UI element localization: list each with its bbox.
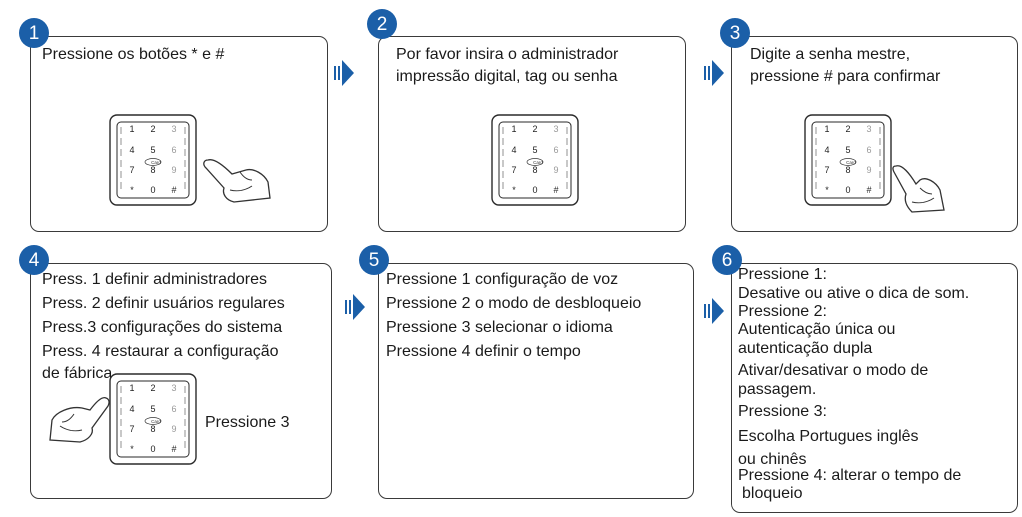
step-2-line-1: Por favor insira o administrador (396, 46, 619, 63)
step-4-line-2: Press. 2 definir usuários regulares (42, 295, 285, 312)
keypad-key: 7 (824, 165, 829, 175)
step-5-line-4: Pressione 4 definir o tempo (386, 343, 581, 360)
keypad-illustration: 1 2 3 4 5 6 7 8 9 * 0 # Card (109, 373, 197, 465)
keypad-key: 0 (845, 185, 850, 195)
arrow-right-icon (704, 60, 724, 86)
keypad-key: 0 (532, 185, 537, 195)
step-6-panel (731, 263, 1018, 513)
keypad-key: 3 (553, 124, 558, 134)
keypad-key: 0 (150, 185, 155, 195)
step-2-badge: 2 (367, 9, 397, 39)
step-5-line-2: Pressione 2 o modo de desbloqueio (386, 295, 642, 312)
keypad-key: 5 (532, 145, 537, 155)
step-3-line-2: pressione # para confirmar (750, 68, 941, 85)
step-6-line-9: Escolha Portugues inglês (738, 428, 919, 445)
step-6-line-8: Pressione 3: (738, 403, 827, 420)
keypad-key: 6 (866, 145, 871, 155)
keypad-key: 7 (129, 424, 134, 434)
keypad-key: 9 (553, 165, 558, 175)
card-logo: Card (151, 160, 161, 165)
keypad-key: * (130, 444, 134, 454)
pointing-hand-icon (892, 165, 945, 213)
keypad-key: 3 (866, 124, 871, 134)
keypad-key: # (553, 185, 558, 195)
step-6-line-6: Ativar/desativar o modo de (738, 362, 929, 379)
keypad-key: 3 (171, 124, 176, 134)
keypad-key: 2 (532, 124, 537, 134)
keypad-key: # (866, 185, 871, 195)
step-6-line-12: bloqueio (742, 485, 803, 502)
keypad-key: 9 (171, 165, 176, 175)
step-5-line-1: Pressione 1 configuração de voz (386, 271, 619, 288)
keypad-key: 6 (553, 145, 558, 155)
keypad-key: 0 (150, 444, 155, 454)
keypad-key: 8 (532, 165, 537, 175)
keypad-key: 5 (845, 145, 850, 155)
step-6-line-11: Pressione 4: alterar o tempo de (738, 467, 962, 484)
step-2-line-2: impressão digital, tag ou senha (396, 68, 618, 85)
keypad-key: 6 (171, 145, 176, 155)
keypad-illustration: 1 2 3 4 5 6 7 8 9 * 0 # Card (804, 114, 892, 206)
keypad-illustration: 1 2 3 4 5 6 7 8 9 * 0 # Card (109, 114, 197, 206)
arrow-right-icon (334, 60, 354, 86)
step-4-line-4: Press. 4 restaurar a configuração (42, 343, 279, 360)
card-logo: Card (846, 160, 856, 165)
keypad-illustration: 1 2 3 4 5 6 7 8 9 * 0 # Card (491, 114, 579, 206)
keypad-key: 7 (129, 165, 134, 175)
step-3-line-1: Digite a senha mestre, (750, 46, 911, 63)
card-logo: Card (151, 419, 161, 424)
pointing-hand-icon (49, 396, 110, 443)
keypad-key: 9 (171, 424, 176, 434)
keypad-key: 5 (150, 404, 155, 414)
step-3-badge: 3 (720, 18, 750, 48)
keypad-key: 4 (511, 145, 516, 155)
keypad-key: 9 (866, 165, 871, 175)
keypad-key: * (825, 185, 829, 195)
keypad-key: 5 (150, 145, 155, 155)
keypad-key: 4 (129, 145, 134, 155)
step-6-badge: 6 (712, 245, 742, 275)
step-5-panel (378, 263, 694, 499)
keypad-key: 7 (511, 165, 516, 175)
keypad-key: 3 (171, 383, 176, 393)
arrow-right-icon (704, 298, 724, 324)
keypad-key: 8 (150, 165, 155, 175)
step-4-caption: Pressione 3 (205, 414, 290, 431)
step-4-line-3: Press.3 configurações do sistema (42, 319, 283, 336)
keypad-key: 1 (511, 124, 516, 134)
pointing-hand-icon (203, 159, 271, 203)
card-logo: Card (533, 160, 543, 165)
step-5-line-3: Pressione 3 selecionar o idioma (386, 319, 613, 336)
step-6-line-4: Autenticação única ou (738, 321, 896, 338)
keypad-key: 4 (824, 145, 829, 155)
keypad-key: 4 (129, 404, 134, 414)
keypad-key: 2 (150, 124, 155, 134)
keypad-key: 8 (845, 165, 850, 175)
step-4-badge: 4 (19, 245, 49, 275)
keypad-key: # (171, 444, 176, 454)
keypad-key: 8 (150, 424, 155, 434)
step-4-line-1: Press. 1 definir administradores (42, 271, 267, 288)
keypad-key: # (171, 185, 176, 195)
keypad-key: * (512, 185, 516, 195)
step-6-line-2: Desative ou ative o dica de som. (738, 285, 970, 302)
keypad-key: * (130, 185, 134, 195)
keypad-key: 2 (150, 383, 155, 393)
step-6-line-10: ou chinês (738, 451, 807, 468)
step-5-badge: 5 (359, 245, 389, 275)
step-6-line-3: Pressione 2: (738, 303, 827, 320)
keypad-key: 2 (845, 124, 850, 134)
arrow-right-icon (345, 294, 365, 320)
keypad-key: 1 (129, 383, 134, 393)
step-6-line-7: passagem. (738, 381, 817, 398)
keypad-key: 1 (129, 124, 134, 134)
step-1-badge: 1 (19, 18, 49, 48)
keypad-key: 1 (824, 124, 829, 134)
keypad-key: 6 (171, 404, 176, 414)
step-6-line-1: Pressione 1: (738, 266, 827, 283)
step-1-line-1: Pressione os botões * e # (42, 46, 225, 63)
step-6-line-5: autenticação dupla (738, 340, 873, 357)
step-4-line-5: de fábrica (42, 365, 113, 382)
